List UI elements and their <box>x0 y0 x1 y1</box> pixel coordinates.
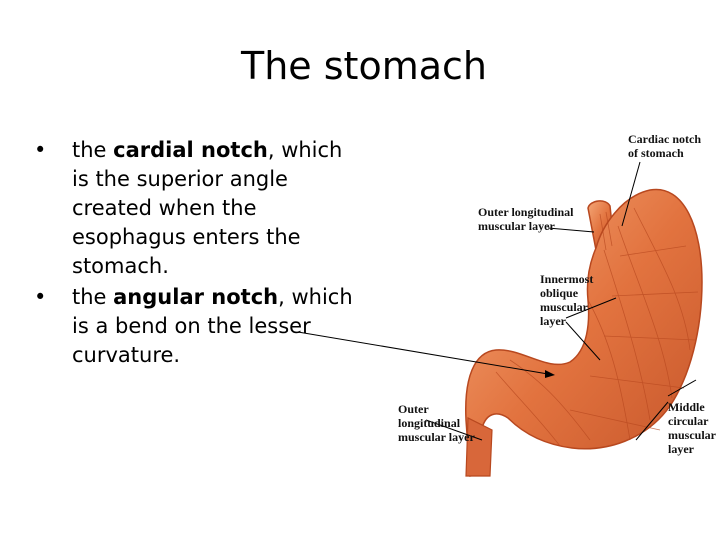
bullet-text-post: , which is a bend on the lesser curvatur… <box>72 285 353 367</box>
bullet-text-bold: cardial notch <box>113 138 268 162</box>
bullet-text-pre: the <box>72 285 114 309</box>
label-outer-longitudinal-bottom: Outer longitudinal muscular layer <box>398 402 475 444</box>
label-line: muscular layer <box>478 219 555 233</box>
label-innermost-oblique: Innermost oblique muscular layer <box>540 272 593 328</box>
label-line: muscular <box>668 428 716 442</box>
bullet-text-bold: angular notch <box>113 285 279 309</box>
bullet-angular-notch: • the angular notch, which is a bend on … <box>30 283 360 370</box>
label-line: muscular <box>540 300 588 314</box>
label-line: Middle <box>668 400 705 414</box>
bullet-symbol: • <box>34 285 47 309</box>
label-line: oblique <box>540 286 579 300</box>
bullet-cardial-notch: • the cardial notch, which is the superi… <box>30 136 360 281</box>
slide-title: The stomach <box>241 44 487 88</box>
label-line: Outer longitudinal <box>478 205 574 219</box>
label-line: muscular layer <box>398 430 475 444</box>
label-line: longitudinal <box>398 416 461 430</box>
esophagus-shape <box>587 200 615 251</box>
label-line: Innermost <box>540 272 594 286</box>
label-cardiac-notch: Cardiac notch of stomach <box>628 132 701 160</box>
angular-notch-arrowhead <box>545 370 555 378</box>
label-line: Outer <box>398 402 429 416</box>
label-outer-longitudinal-top: Outer longitudinal muscular layer <box>478 205 573 233</box>
label-line: of stomach <box>628 146 684 160</box>
label-line: Cardiac notch <box>628 132 701 146</box>
label-line: layer <box>540 314 566 328</box>
label-line: layer <box>668 442 694 456</box>
label-middle-circular: Middle circular muscular layer <box>668 400 716 456</box>
bullet-list: • the cardial notch, which is the superi… <box>30 136 360 372</box>
bullet-text-pre: the <box>72 138 114 162</box>
bullet-symbol: • <box>34 138 47 162</box>
label-line: circular <box>668 414 709 428</box>
bullet-text-post: , which is the superior angle created wh… <box>72 138 343 278</box>
